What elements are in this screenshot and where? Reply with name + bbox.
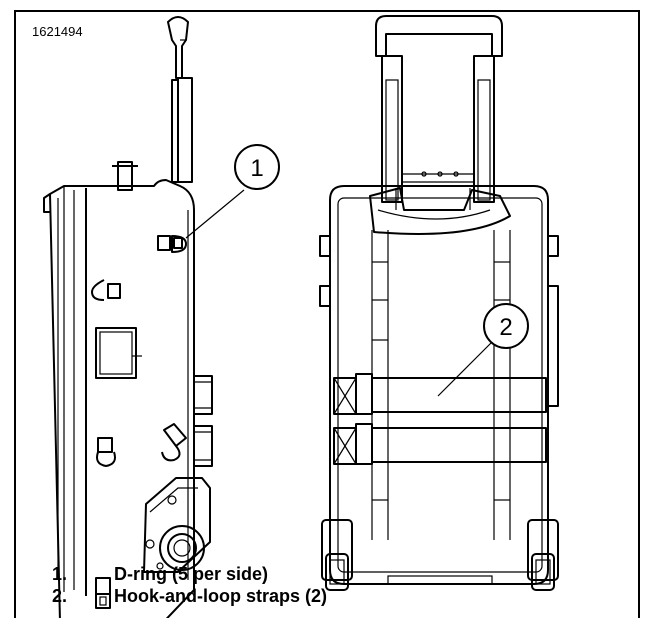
legend-text: D-ring (5 per side): [114, 564, 269, 584]
legend-number: 1.: [52, 564, 68, 584]
front-view: [319, 15, 559, 591]
callout-1-number: 1: [250, 155, 263, 182]
d-ring-icon: [91, 279, 121, 301]
hook-and-loop-strap: [333, 373, 547, 415]
figure-id: 1621494: [32, 24, 83, 39]
callout-2-number: 2: [499, 314, 512, 341]
d-ring-icon: [161, 423, 187, 462]
legend-item: 2. Hook-and-loop straps (2): [52, 586, 327, 607]
front-wheel-right: [527, 519, 559, 591]
legend-item: 1. D-ring (5 per side): [52, 564, 268, 585]
legend-text: Hook-and-loop straps (2): [114, 586, 328, 606]
side-view: [43, 16, 213, 618]
callout-2: 2: [437, 303, 529, 397]
d-ring-icon: [157, 235, 187, 253]
side-handle: [167, 16, 193, 183]
front-wheel-left: [321, 519, 353, 591]
callout-1: 1: [185, 144, 280, 239]
figure-frame: [14, 10, 640, 618]
body-ribs: [371, 230, 511, 540]
d-ring-icon: [95, 577, 111, 609]
legend-number: 2.: [52, 586, 68, 606]
d-ring-icon: [96, 437, 116, 467]
hook-and-loop-strap: [333, 423, 547, 465]
front-handle: [375, 15, 503, 203]
